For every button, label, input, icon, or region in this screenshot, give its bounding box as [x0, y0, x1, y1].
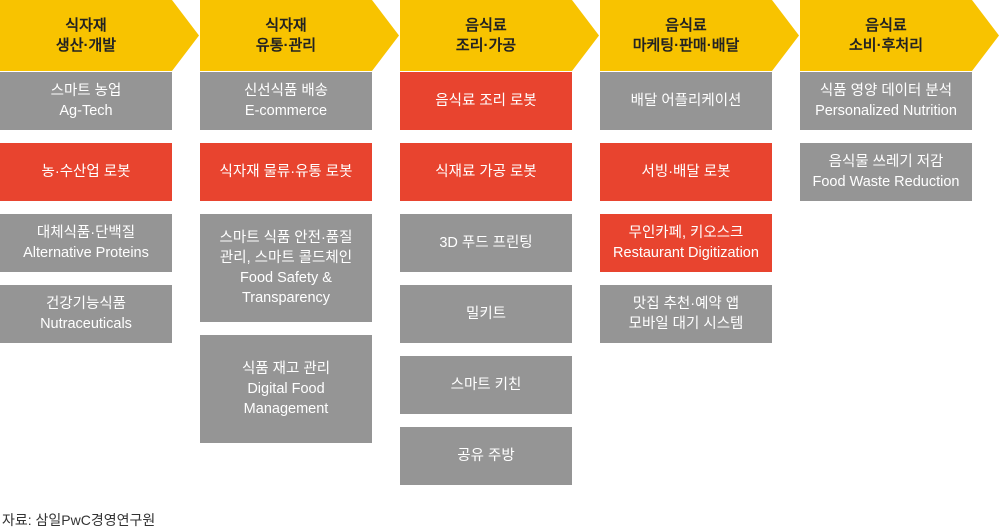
item-box: 스마트 키친 — [400, 356, 572, 414]
item-label: Digital Food — [247, 381, 325, 397]
item-label: E-commerce — [244, 103, 328, 119]
item-label: 신선식품 배송 — [243, 83, 329, 99]
item-label: 밀키트 — [465, 306, 507, 322]
stage-title-line: 조리·가공 — [455, 36, 517, 54]
item-label: 식자재 물류·유통 로봇 — [219, 164, 353, 180]
stage-title-line: 생산·개발 — [55, 36, 117, 54]
chevron-shape — [0, 0, 199, 71]
source-note: 자료: 삼일PwC경영연구원 — [2, 512, 156, 528]
robot-item-box: 무인카페, 키오스크 Restaurant Digitization — [600, 214, 772, 272]
stage-items: 식품 영양 데이터 분석 Personalized Nutrition 음식물 쓰레… — [800, 72, 972, 201]
chevron-shape — [600, 0, 799, 71]
item-label: 식품 영양 데이터 분석 — [819, 83, 953, 99]
item-label: 스마트 농업 — [50, 83, 122, 99]
item-label: 식품 재고 관리 — [241, 361, 331, 377]
item-label: 대체식품·단백질 — [36, 225, 136, 241]
item-label: 모바일 대기 시스템 — [628, 316, 744, 332]
item-label: 식재료 가공 로봇 — [435, 164, 537, 180]
item-label: Nutraceuticals — [40, 316, 132, 332]
item-box: 음식물 쓰레기 저감 Food Waste Reduction — [800, 143, 972, 201]
item-label: Restaurant Digitization — [613, 245, 759, 261]
robot-item-box: 식자재 물류·유통 로봇 — [200, 143, 372, 201]
item-label: Personalized Nutrition — [815, 103, 957, 119]
stage-title-line: 유통·관리 — [255, 36, 317, 54]
item-label: Food Waste Reduction — [812, 174, 960, 190]
item-label: 배달 어플리케이션 — [630, 93, 742, 109]
item-box: 배달 어플리케이션 — [600, 72, 772, 130]
item-label: 3D 푸드 프린팅 — [439, 235, 533, 251]
item-box: 건강기능식품 Nutraceuticals — [0, 285, 172, 343]
item-label: 스마트 키친 — [450, 377, 522, 393]
robot-item-box: 농·수산업 로봇 — [0, 143, 172, 201]
stage-title-line: 식자재 — [65, 16, 107, 34]
item-box: 공유 주방 — [400, 427, 572, 485]
item-label: 건강기능식품 — [45, 296, 127, 312]
item-label: Alternative Proteins — [23, 245, 149, 261]
item-label: 음식료 조리 로봇 — [435, 93, 537, 109]
chevron-shape — [200, 0, 399, 71]
item-label: Transparency — [241, 290, 331, 306]
item-label: 농·수산업 로봇 — [41, 164, 131, 180]
chevron-shape — [400, 0, 599, 71]
stage-title-line: 음식료 — [865, 16, 907, 34]
item-label: 맛집 추천·예약 앱 — [632, 296, 740, 312]
item-box: 신선식품 배송 E-commerce — [200, 72, 372, 130]
item-label: 스마트 식품 안전·품질 — [219, 230, 353, 246]
item-box: 식품 영양 데이터 분석 Personalized Nutrition — [800, 72, 972, 130]
stage-title-line: 식자재 — [265, 16, 307, 34]
stage-title-line: 음식료 — [665, 16, 707, 34]
robot-item-box: 식재료 가공 로봇 — [400, 143, 572, 201]
stage-title-line: 마케팅·판매·배달 — [632, 36, 740, 54]
item-label: Ag-Tech — [59, 103, 113, 119]
item-box: 3D 푸드 프린팅 — [400, 214, 572, 272]
item-label: 서빙·배달 로봇 — [641, 164, 731, 180]
item-label: 음식물 쓰레기 저감 — [828, 154, 944, 170]
chevron-shape — [800, 0, 999, 71]
robot-item-box: 서빙·배달 로봇 — [600, 143, 772, 201]
item-label: 관리, 스마트 콜드체인 — [219, 250, 353, 266]
stage-title-line: 음식료 — [465, 16, 507, 34]
item-box: 대체식품·단백질 Alternative Proteins — [0, 214, 172, 272]
item-label: 무인카페, 키오스크 — [628, 225, 744, 241]
item-label: Management — [243, 401, 329, 417]
item-box: 밀키트 — [400, 285, 572, 343]
item-label: Food Safety & — [240, 270, 332, 286]
stage-title-line: 소비·후처리 — [849, 36, 923, 54]
robot-item-box: 음식료 조리 로봇 — [400, 72, 572, 130]
item-box: 스마트 농업 Ag-Tech — [0, 72, 172, 130]
item-label: 공유 주방 — [457, 448, 515, 464]
